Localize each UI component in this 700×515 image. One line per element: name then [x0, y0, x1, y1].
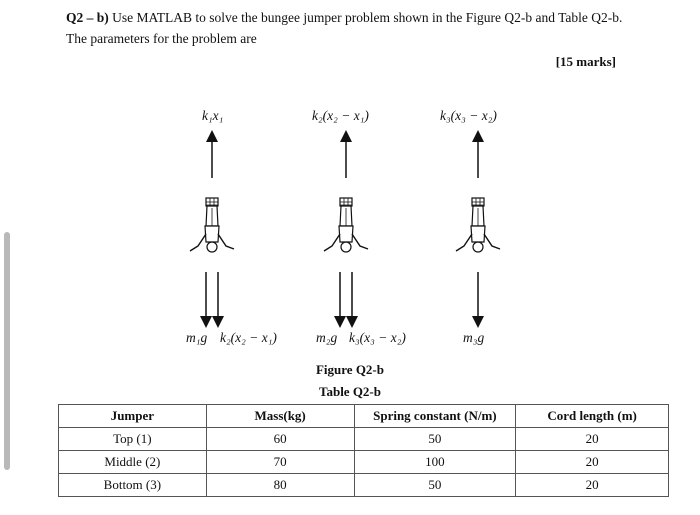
jumper-icon-1 [189, 197, 235, 253]
jumper-2 [323, 130, 369, 328]
label-bottom-k2: k₂(x₂ − x₁) [220, 330, 277, 345]
table-row: Bottom (3) 80 50 20 [58, 473, 669, 497]
cell-jumper: Top (1) [58, 427, 207, 451]
table-row: Middle (2) 70 100 20 [58, 450, 669, 474]
marks-label: [15 marks] [555, 54, 616, 69]
cell-spring: 50 [353, 473, 517, 497]
cell-mass: 80 [205, 473, 355, 497]
table-header-row: Jumper Mass(kg) Spring constant (N/m) Co… [58, 404, 669, 428]
jumper-3 [455, 130, 501, 328]
table-caption: Table Q2-b [318, 384, 381, 399]
header-cord-length: Cord length (m) [515, 404, 669, 428]
figure-caption: Figure Q2-b [315, 362, 384, 377]
label-bottom-m2g: m₂g [316, 330, 338, 345]
bungee-figure [150, 100, 550, 360]
cell-jumper: Middle (2) [58, 450, 207, 474]
label-top-3: k₃(x₃ − x₂) [440, 108, 497, 123]
cell-mass: 70 [205, 450, 355, 474]
cell-spring: 100 [353, 450, 517, 474]
header-spring-constant: Spring constant (N/m) [353, 404, 517, 428]
label-bottom-m3g: m₃g [463, 330, 485, 345]
jumper-1 [189, 130, 235, 328]
jumper-icon-3 [455, 197, 501, 253]
label-top-2: k₂(x₂ − x₁) [312, 108, 369, 123]
label-top-1: k₁x₁ [202, 108, 224, 123]
cell-spring: 50 [353, 427, 517, 451]
cell-cord: 20 [515, 450, 669, 474]
cell-cord: 20 [515, 473, 669, 497]
cell-cord: 20 [515, 427, 669, 451]
table-row: Top (1) 60 50 20 [58, 427, 669, 451]
label-bottom-k3: k₃(x₃ − x₂) [349, 330, 406, 345]
label-bottom-m1g: m₁g [186, 330, 208, 345]
question-label: Q2 – b) [66, 10, 109, 25]
cell-jumper: Bottom (3) [58, 473, 207, 497]
header-jumper: Jumper [58, 404, 207, 428]
header-mass: Mass(kg) [205, 404, 355, 428]
cell-mass: 60 [205, 427, 355, 451]
scrollbar[interactable] [4, 232, 10, 470]
question-line2: The parameters for the problem are [66, 31, 257, 46]
parameters-table: Jumper Mass(kg) Spring constant (N/m) Co… [58, 404, 669, 497]
free-body-diagram [189, 130, 501, 328]
jumper-icon-2 [323, 197, 369, 253]
question-line1: Use MATLAB to solve the bungee jumper pr… [108, 10, 623, 25]
question-text: Q2 – b) Use MATLAB to solve the bungee j… [66, 7, 666, 49]
